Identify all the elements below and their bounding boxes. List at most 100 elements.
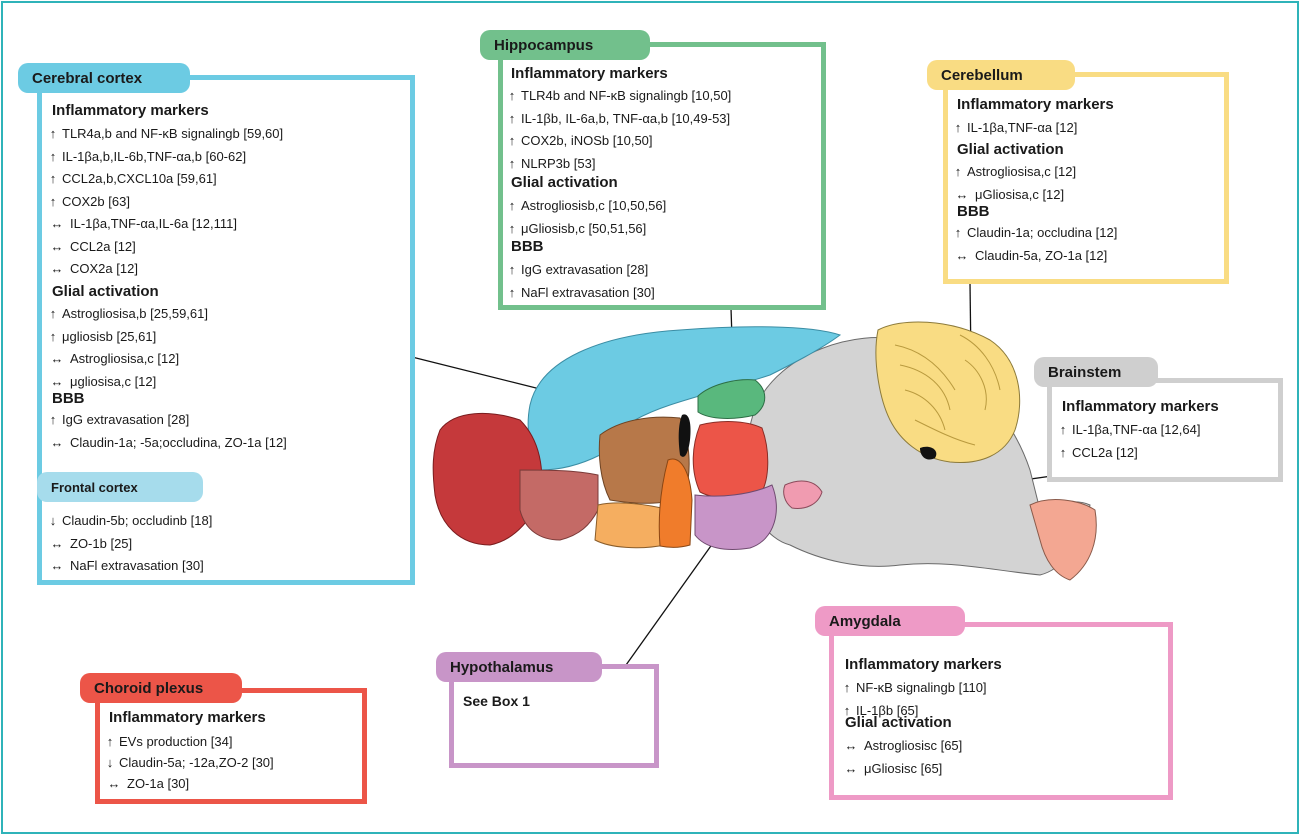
increase-arrow-icon: ↑ bbox=[508, 220, 516, 236]
marker-item: ↔ Claudin-1a; -5a;occludina, ZO-1a [12] bbox=[46, 435, 287, 450]
increase-arrow-icon: ↑ bbox=[508, 284, 516, 300]
brainstem-inflammatory-heading: Inflammatory markers bbox=[1062, 398, 1219, 415]
increase-arrow-icon: ↑ bbox=[106, 734, 114, 749]
increase-arrow-icon: ↑ bbox=[49, 171, 57, 186]
cerebral-cortex-box bbox=[37, 75, 415, 585]
no-change-arrow-icon: ↔ bbox=[50, 216, 64, 231]
marker-text: Claudin-1a; -5a;occludina, ZO-1a [12] bbox=[70, 434, 287, 450]
no-change-arrow-icon: ↔ bbox=[50, 351, 64, 366]
marker-text: Astrogliosisb,c [10,50,56] bbox=[521, 198, 667, 213]
cerebellum-inflammatory-heading: Inflammatory markers bbox=[957, 96, 1114, 113]
marker-item: ↑ IgG extravasation [28] bbox=[505, 262, 648, 277]
ventricle-region bbox=[678, 414, 691, 457]
marker-item: ↔ Astrogliosisc [65] bbox=[840, 738, 963, 753]
marker-item: ↑ EVs production [34] bbox=[103, 734, 233, 749]
no-change-arrow-icon: ↔ bbox=[844, 738, 858, 753]
marker-item: ↑ IL-1βa,b,IL-6b,TNF-αa,b [60-62] bbox=[46, 149, 246, 164]
marker-item: ↑μGliosisb,c [50,51,56] bbox=[505, 220, 647, 236]
marker-text: μgliosisa,c [12] bbox=[70, 373, 157, 389]
marker-text: μgliosisb [25,61] bbox=[62, 328, 157, 344]
marker-item: ↔μGliosisc [65] bbox=[840, 760, 943, 776]
brainstem-tab: Brainstem bbox=[1034, 357, 1158, 387]
marker-text: EVs production [34] bbox=[119, 734, 233, 749]
increase-arrow-icon: ↑ bbox=[843, 702, 851, 718]
marker-item: ↔μGliosisa,c [12] bbox=[951, 186, 1065, 202]
increase-arrow-icon: ↑ bbox=[508, 88, 516, 103]
no-change-arrow-icon: ↔ bbox=[50, 535, 64, 551]
marker-text: NaFl extravasation [30] bbox=[70, 558, 204, 573]
no-change-arrow-icon: ↔ bbox=[50, 558, 64, 573]
brainstem-box bbox=[1047, 378, 1283, 482]
marker-text: NaFl extravasation [30] bbox=[521, 284, 655, 300]
marker-item: ↓Claudin-5b; occludinb [18] bbox=[46, 513, 213, 528]
hypothalamus-tab: Hypothalamus bbox=[436, 652, 602, 682]
increase-arrow-icon: ↑ bbox=[49, 148, 57, 164]
marker-text: IL-1βa,TNF-αa [12] bbox=[967, 120, 1078, 135]
marker-item: ↑NF-κB signalingb [110] bbox=[840, 680, 987, 695]
no-change-arrow-icon: ↔ bbox=[107, 776, 121, 791]
marker-item: ↔ZO-1b [25] bbox=[46, 535, 133, 551]
marker-item: ↑IgG extravasation [28] bbox=[46, 412, 189, 427]
marker-item: ↔ μgliosisa,c [12] bbox=[46, 373, 157, 389]
choroid-inflammatory-heading: Inflammatory markers bbox=[109, 709, 266, 726]
marker-item: ↔Claudin-5a, ZO-1a [12] bbox=[951, 247, 1108, 263]
marker-item: ↔ Astrogliosisa,c [12] bbox=[46, 351, 180, 366]
marker-item: ↑Astrogliosisa,c [12] bbox=[951, 164, 1076, 179]
marker-item: ↑CCL2a,b,CXCL10a [59,61] bbox=[46, 171, 217, 186]
marker-item: ↑IL-1βa,TNF-αa [12,64] bbox=[1056, 422, 1201, 437]
marker-text: Astrogliosisa,c [12] bbox=[967, 164, 1077, 179]
marker-item: ↔COX2a [12] bbox=[46, 261, 138, 276]
marker-item: ↔IL-1βa,TNF-αa,IL-6a [12,111] bbox=[46, 216, 237, 231]
marker-item: ↑μgliosisb [25,61] bbox=[46, 329, 156, 344]
marker-text: Astrogliosisc [65] bbox=[864, 738, 963, 753]
marker-text: Claudin-5a; -12a,ZO-2 [30] bbox=[119, 755, 274, 770]
hippocampus-glial-heading: Glial activation bbox=[511, 174, 618, 191]
marker-text: ZO-1a [30] bbox=[127, 776, 190, 791]
increase-arrow-icon: ↑ bbox=[508, 198, 516, 213]
no-change-arrow-icon: ↔ bbox=[955, 186, 969, 202]
no-change-arrow-icon: ↔ bbox=[955, 247, 969, 263]
marker-text: IL-1βa,b,IL-6b,TNF-αa,b [60-62] bbox=[62, 148, 247, 164]
marker-item: ↑ NaFl extravasation [30] bbox=[505, 285, 655, 300]
hippocampus-region bbox=[697, 379, 766, 419]
marker-text: Claudin-1a; occludina [12] bbox=[967, 225, 1118, 240]
no-change-arrow-icon: ↔ bbox=[50, 373, 64, 389]
marker-item: ↑NLRP3b [53] bbox=[505, 156, 596, 171]
no-change-arrow-icon: ↔ bbox=[50, 238, 64, 254]
marker-item: ↑CCL2a [12] bbox=[1056, 445, 1138, 460]
marker-text: CCL2a [12] bbox=[1072, 444, 1138, 460]
olfactory-bulb-region bbox=[432, 412, 543, 546]
hypothalamus-region bbox=[694, 484, 777, 550]
amygdala-tab: Amygdala bbox=[815, 606, 965, 636]
hippocampus-box bbox=[498, 42, 826, 310]
thalamic-orange-region bbox=[658, 458, 693, 548]
cortex-inflammatory-heading: Inflammatory markers bbox=[52, 102, 209, 119]
marker-item: ↑ IL-1βb [65] bbox=[840, 702, 919, 718]
amygdala-region bbox=[783, 480, 823, 509]
cortex-bbb-heading: BBB bbox=[52, 390, 85, 407]
marker-text: IL-1βb [65] bbox=[856, 702, 919, 718]
marker-item: ↔ NaFl extravasation [30] bbox=[46, 558, 204, 573]
marker-text: COX2b [63] bbox=[62, 193, 130, 209]
marker-text: IL-1βb, IL-6a,b, TNF-αa,b [10,49-53] bbox=[521, 110, 731, 126]
amygdala-box bbox=[829, 622, 1173, 800]
frontal-cortex-tab: Frontal cortex bbox=[37, 472, 203, 502]
marker-text: CCL2a [12] bbox=[70, 238, 136, 254]
marker-text: NF-κB signalingb [110] bbox=[856, 680, 987, 695]
thalamus-region bbox=[692, 421, 769, 499]
marker-item: ↑COX2b [63] bbox=[46, 194, 130, 209]
increase-arrow-icon: ↑ bbox=[508, 262, 516, 277]
cerebellum-folia bbox=[894, 334, 1001, 446]
hippocampus-inflammatory-heading: Inflammatory markers bbox=[511, 65, 668, 82]
increase-arrow-icon: ↑ bbox=[49, 412, 57, 427]
increase-arrow-icon: ↑ bbox=[49, 306, 57, 321]
no-change-arrow-icon: ↔ bbox=[50, 434, 64, 450]
choroid-plexus-box bbox=[95, 688, 367, 804]
marker-text: Claudin-5b; occludinb [18] bbox=[62, 513, 213, 528]
marker-item: ↑Claudin-1a; occludina [12] bbox=[951, 225, 1118, 240]
no-change-arrow-icon: ↔ bbox=[844, 760, 858, 776]
marker-text: IgG extravasation [28] bbox=[521, 262, 649, 277]
marker-text: Astrogliosisa,c [12] bbox=[70, 351, 180, 366]
